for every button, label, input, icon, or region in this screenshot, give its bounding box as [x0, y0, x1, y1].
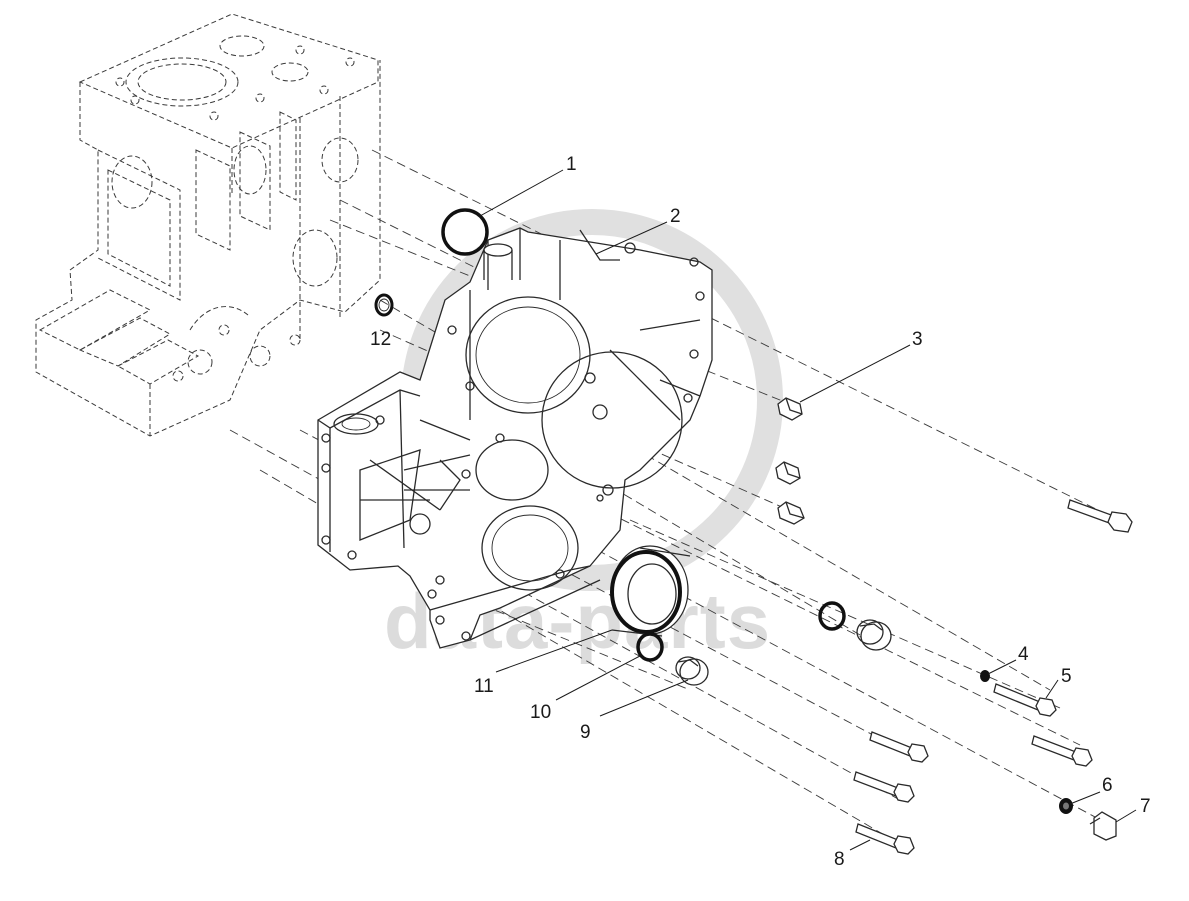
callout-3: 3 — [912, 329, 923, 350]
part-7-plug-bolt — [1089, 811, 1117, 841]
callout-9: 9 — [580, 722, 591, 743]
part-4-washer — [980, 670, 990, 682]
callout-6: 6 — [1102, 775, 1113, 796]
callout-10: 10 — [530, 702, 551, 723]
part-8-bolt-c — [855, 823, 915, 855]
callout-4: 4 — [1018, 644, 1029, 665]
part-8-bolt-a — [869, 731, 929, 763]
part-8-bolt-b — [853, 771, 915, 803]
long-bolt-top-right — [1067, 499, 1133, 533]
plug-assembly-right — [818, 601, 892, 651]
callout-8: 8 — [834, 849, 845, 870]
callout-5: 5 — [1061, 666, 1072, 687]
part-1-o-ring — [441, 208, 489, 256]
bolts — [775, 397, 1133, 855]
part-3-bolt-b — [775, 461, 801, 485]
callout-2: 2 — [670, 206, 681, 227]
timing-cover — [317, 227, 713, 649]
part-9-plug — [675, 656, 709, 686]
callout-12: 12 — [370, 329, 391, 350]
leader-lines — [479, 169, 1137, 851]
callout-7: 7 — [1140, 796, 1151, 817]
part-10-o-ring — [636, 632, 664, 662]
callout-11: 11 — [474, 676, 494, 697]
part-11-crank-seal — [610, 545, 691, 637]
part-3-bolt-a — [777, 397, 803, 421]
part-3-bolt-c — [777, 501, 805, 525]
callouts: 1 2 3 4 5 6 7 8 9 10 11 12 — [370, 154, 1151, 870]
bolt-mid-right — [1031, 735, 1093, 767]
part-12-seal — [374, 293, 394, 317]
callout-1: 1 — [566, 154, 577, 175]
part-6-washer — [1059, 798, 1073, 814]
engine-block — [35, 13, 381, 437]
part-5-bolt — [993, 683, 1057, 717]
